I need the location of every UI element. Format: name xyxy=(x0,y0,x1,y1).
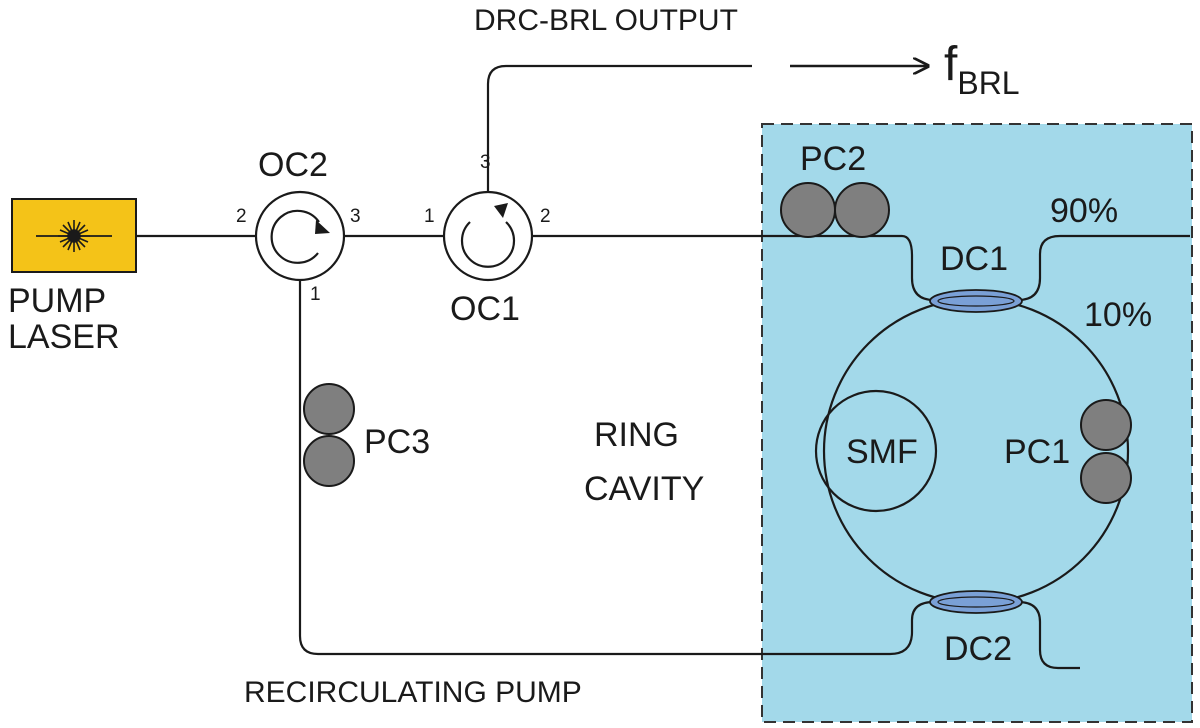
smf-label: SMF xyxy=(846,433,918,471)
pump-laser-label-line2: LASER xyxy=(8,318,120,356)
output-fiber xyxy=(486,64,752,196)
pump-laser xyxy=(11,198,137,273)
ring-cavity-label-line1: RING xyxy=(594,416,679,454)
fiber-dc1-right-bend xyxy=(964,234,1190,302)
ratio-10: 10% xyxy=(1084,296,1152,334)
oc2-port-1: 1 xyxy=(310,284,321,305)
oc2-circulator xyxy=(254,190,346,282)
oc1-circulator xyxy=(442,190,534,282)
smf-spool xyxy=(814,389,938,513)
output-title: DRC-BRL OUTPUT xyxy=(474,4,738,37)
oc1-port-2: 2 xyxy=(540,206,551,227)
dc1-label: DC1 xyxy=(940,240,1008,278)
f-subscript: BRL xyxy=(957,65,1019,101)
oc1-port-1: 1 xyxy=(424,206,435,227)
pc3-label: PC3 xyxy=(364,423,430,461)
pc1-label: PC1 xyxy=(1004,433,1070,471)
pc2-paddles xyxy=(780,182,890,238)
pump-laser-label-line1: PUMP xyxy=(8,282,106,320)
pc3-paddles xyxy=(303,383,355,487)
fiber-dc2-exit xyxy=(964,600,1080,670)
fiber-recirculating-pump xyxy=(298,280,964,656)
oc2-port-2: 2 xyxy=(236,206,247,227)
oc1-port-3: 3 xyxy=(480,152,491,173)
dc2-coupler xyxy=(929,590,1023,614)
circulator-clockwise-icon xyxy=(270,209,330,264)
dc2-label: DC2 xyxy=(944,630,1012,668)
f-brl-label: fBRL xyxy=(944,38,1020,101)
ring-cavity-label-line2: CAVITY xyxy=(584,470,704,508)
f-symbol: f xyxy=(944,38,958,91)
pc2-label: PC2 xyxy=(800,140,866,178)
pc1-paddles xyxy=(1080,399,1132,504)
dc1-coupler xyxy=(929,289,1023,313)
oc2-port-3: 3 xyxy=(350,206,361,227)
circulator-counterclockwise-icon xyxy=(460,203,516,268)
recirculating-pump-label: RECIRCULATING PUMP xyxy=(244,676,582,709)
oc2-label: OC2 xyxy=(258,146,328,184)
ratio-90: 90% xyxy=(1050,192,1118,230)
oc1-label: OC1 xyxy=(450,290,520,328)
laser-starburst-icon xyxy=(58,220,90,252)
fiber-dc1-left-bend xyxy=(901,234,964,302)
